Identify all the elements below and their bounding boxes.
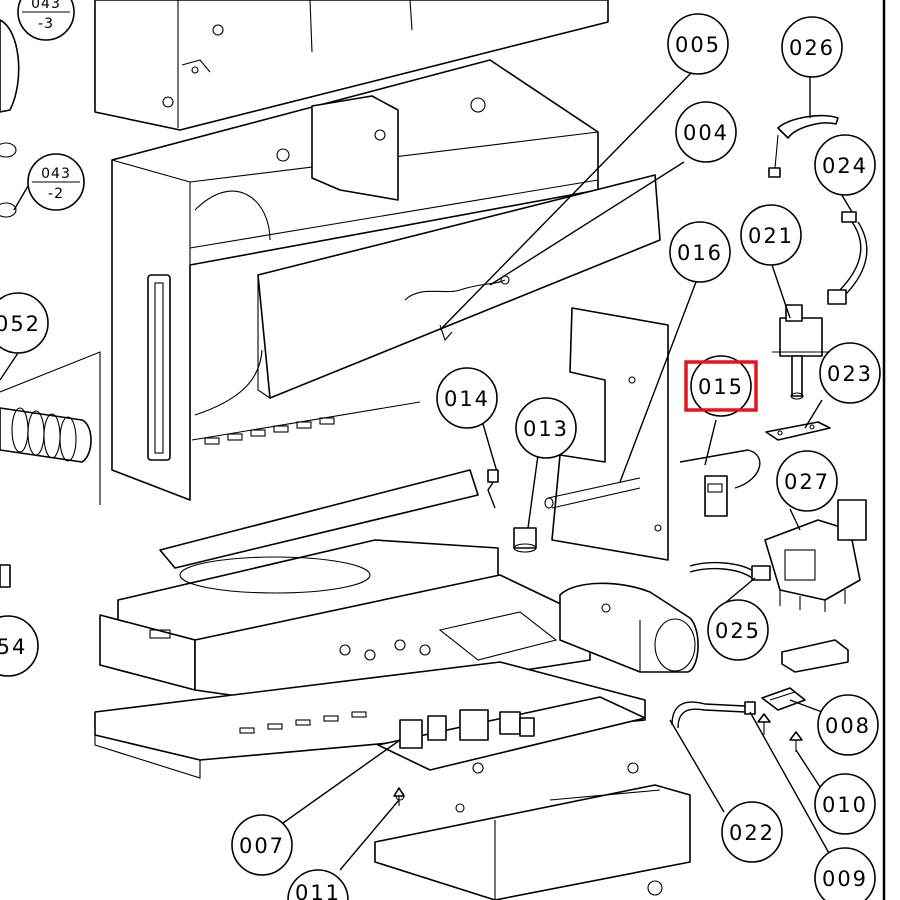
- callout-005[interactable]: 005: [667, 13, 729, 75]
- callout-010[interactable]: 010: [814, 773, 876, 835]
- callout-label: 027: [784, 470, 830, 494]
- callouts: 005 026 004 024 021 016 023 015: [0, 0, 881, 900]
- plate-023: [765, 421, 831, 441]
- callout-label: 013: [523, 417, 569, 441]
- left-edge-fittings: [0, 19, 20, 588]
- board-008: [761, 687, 806, 711]
- callout-label: 025: [715, 619, 761, 643]
- callout-label: 009: [822, 867, 868, 891]
- callout-052[interactable]: 052: [0, 292, 49, 354]
- callout-021[interactable]: 021: [740, 204, 802, 266]
- callout-label: 008: [825, 714, 871, 738]
- switch-015: [679, 449, 761, 517]
- valve-021: [772, 304, 828, 400]
- callout-054[interactable]: 54: [0, 615, 39, 677]
- split-callout-bottom: -3: [38, 16, 54, 32]
- callout-008[interactable]: 008: [817, 694, 879, 756]
- callout-011[interactable]: 011: [287, 869, 349, 900]
- pump-027: [764, 499, 867, 612]
- flex-hose: [0, 351, 101, 505]
- split-callout-043-2[interactable]: 043 -2: [27, 153, 85, 211]
- callout-027[interactable]: 027: [776, 450, 838, 512]
- main-box-housing: [111, 59, 599, 501]
- callout-label: 005: [675, 33, 721, 57]
- callout-label: 021: [748, 224, 794, 248]
- split-callout-top: 043: [41, 166, 71, 182]
- callout-022[interactable]: 022: [721, 801, 783, 863]
- screws: [393, 713, 803, 806]
- sensor-014: [487, 454, 499, 509]
- motor-housing: [559, 582, 699, 673]
- vent-slots: [204, 417, 335, 445]
- callout-label: 010: [822, 793, 868, 817]
- probe-026: [768, 114, 839, 178]
- capacitor-013: [513, 527, 537, 553]
- leader-lines: [0, 69, 853, 871]
- split-callout-043-3[interactable]: 043 -3: [17, 0, 75, 41]
- tray-slots: [239, 711, 367, 734]
- parts-artwork: [0, 0, 868, 900]
- callout-label: 015: [698, 375, 744, 399]
- split-callout-bottom: -2: [48, 186, 64, 202]
- callout-label: 004: [683, 121, 729, 145]
- callout-label: 023: [827, 362, 873, 386]
- bracket-near-025: [781, 639, 849, 673]
- bottom-cover-plate: [374, 784, 691, 900]
- highlight-box: [684, 360, 758, 412]
- callout-label: 007: [239, 834, 285, 858]
- callout-014[interactable]: 014: [436, 367, 498, 429]
- harness-009: [671, 701, 756, 729]
- callout-label: 024: [822, 154, 868, 178]
- pcb-board: [377, 696, 646, 774]
- front-panel: [257, 174, 661, 399]
- callout-label: 014: [444, 387, 490, 411]
- callout-007[interactable]: 007: [231, 814, 293, 876]
- callout-015[interactable]: 015: [684, 355, 758, 417]
- callout-label: 016: [677, 241, 723, 265]
- hose-025: [689, 561, 771, 581]
- callout-025[interactable]: 025: [707, 599, 769, 661]
- callout-023[interactable]: 023: [819, 342, 881, 404]
- bottom-tray: [94, 661, 646, 779]
- callout-label: 026: [789, 36, 835, 60]
- callout-label: 022: [729, 821, 775, 845]
- split-callout-top: 043: [31, 0, 61, 12]
- callout-026[interactable]: 026: [781, 16, 843, 78]
- callout-label: 052: [0, 312, 41, 336]
- callout-016[interactable]: 016: [669, 221, 731, 283]
- callout-009[interactable]: 009: [814, 847, 876, 900]
- callout-024[interactable]: 024: [814, 134, 876, 196]
- callout-004[interactable]: 004: [675, 101, 737, 163]
- callout-013[interactable]: 013: [515, 397, 577, 459]
- harness-024: [827, 211, 868, 305]
- callout-label: 011: [295, 881, 341, 900]
- top-back-panel: [94, 0, 609, 131]
- callout-label: 54: [0, 635, 27, 659]
